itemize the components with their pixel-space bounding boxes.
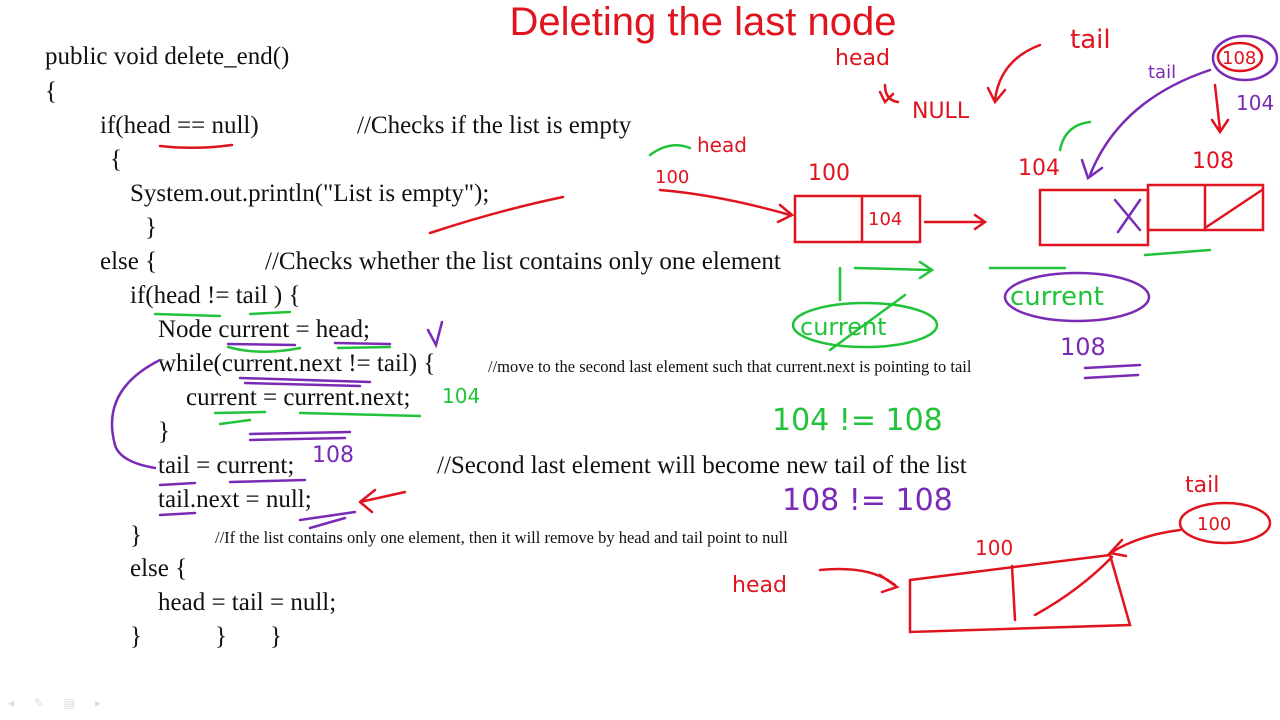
code-comment: //If the list contains only one element,…: [215, 528, 788, 547]
code-line: System.out.println("List is empty");: [130, 180, 490, 207]
slide-title: Deleting the last node: [509, 0, 897, 44]
hw-label: tail: [1148, 62, 1176, 83]
hw-label: tail: [1185, 473, 1219, 498]
hw-label: 108: [312, 443, 354, 468]
slide-nav-controls[interactable]: ◂ ✎ ▤ ▸: [8, 696, 109, 710]
code-line: tail = current;: [158, 452, 295, 479]
hw-label: head: [697, 133, 747, 157]
code-line: else {: [100, 248, 158, 275]
underline: [213, 410, 422, 426]
code-line: {: [110, 146, 122, 173]
code-line: else {: [130, 555, 188, 582]
code-line: }: [145, 214, 157, 241]
hw-label: 108: [1192, 149, 1234, 174]
hw-label: 100: [1197, 514, 1231, 535]
node-box: [908, 553, 1132, 634]
code-line: }: [215, 623, 227, 650]
circle: [1211, 34, 1279, 82]
code-line: }: [130, 522, 142, 549]
code-comment: //Second last element will become new ta…: [437, 452, 967, 479]
code-comment: //Checks if the list is empty: [357, 112, 632, 139]
arrow: [1210, 83, 1230, 135]
hw-label: 108 != 108: [782, 483, 953, 518]
circle: [1178, 501, 1272, 545]
loop-arrow: [110, 358, 162, 470]
code-line: head = tail = null;: [158, 589, 337, 616]
cross-mark: [828, 293, 907, 352]
underline: [226, 345, 392, 354]
underline: [158, 143, 234, 150]
code-line: public void delete_end(): [45, 43, 290, 70]
arrow: [358, 488, 407, 514]
code-comment: //move to the second last element such t…: [488, 357, 972, 376]
hw-label: 100: [655, 167, 689, 188]
arrow: [818, 567, 900, 594]
code-line: if(head != tail ) {: [130, 282, 301, 309]
code-line: }: [158, 418, 170, 445]
hw-label: 104: [868, 209, 902, 230]
code-line: while(current.next != tail) {: [158, 350, 436, 377]
check-mark: [426, 320, 444, 349]
hw-label: current: [1010, 282, 1104, 312]
code-line: }: [130, 623, 142, 650]
hw-label: 100: [975, 536, 1013, 560]
code-line: tail.next = null;: [158, 486, 312, 513]
underline: [226, 341, 392, 388]
cross-mark: [1113, 198, 1142, 234]
hw-label: head: [835, 46, 890, 71]
hw-label: NULL: [912, 99, 970, 124]
hw-label: 104: [1018, 156, 1060, 181]
node-box: [1038, 188, 1150, 247]
hw-label: head: [732, 573, 787, 598]
hw-label: tail: [1070, 25, 1111, 55]
arrow: [923, 213, 988, 231]
circle: [1003, 271, 1151, 323]
arrow: [1107, 528, 1182, 558]
arrow: [853, 248, 1212, 280]
underline: [248, 430, 352, 442]
hw-label: 108: [1060, 333, 1106, 361]
arrow: [658, 188, 795, 224]
code-comment: //Checks whether the list contains only …: [265, 248, 781, 275]
code-line: Node current = head;: [158, 316, 370, 343]
node-box: [793, 194, 922, 244]
underline: [158, 478, 357, 530]
code-line: }: [270, 623, 282, 650]
hw-label: 104: [1236, 91, 1274, 115]
code-line: if(head == null): [100, 112, 259, 139]
strike-mark: [428, 195, 565, 235]
arrow: [986, 43, 1042, 105]
hw-label: 104 != 108: [772, 403, 943, 438]
underline: [153, 310, 292, 318]
hw-label: 108: [1222, 48, 1256, 69]
hw-label: current: [800, 313, 887, 341]
hw-label: 104: [442, 384, 480, 408]
arrow: [878, 83, 900, 105]
code-line: current = current.next;: [186, 384, 411, 411]
circle: [791, 301, 939, 349]
hw-label: 100: [808, 161, 850, 186]
code-line: {: [45, 78, 57, 105]
arrow: [1080, 68, 1212, 181]
